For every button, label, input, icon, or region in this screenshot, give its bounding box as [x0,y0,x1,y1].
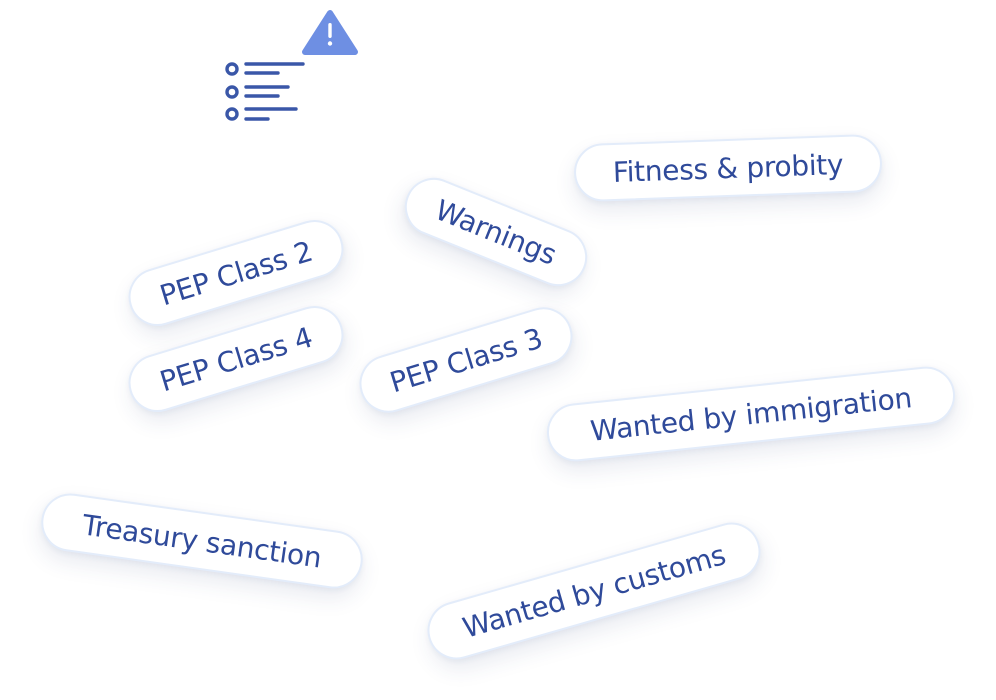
alert-list-icon [225,10,358,121]
tag-pep-class-3[interactable]: PEP Class 3 [352,300,580,420]
tag-treasury-sanction[interactable]: Treasury sanction [37,489,367,593]
tag-fitness-probity[interactable]: Fitness & probity [573,133,883,203]
tag-wanted-by-immigration[interactable]: Wanted by immigration [544,363,958,465]
tag-wanted-by-customs[interactable]: Wanted by customs [420,515,768,667]
warning-triangle-icon [302,10,358,55]
tag-warnings[interactable]: Warnings [396,169,596,295]
bullet-list-icon [225,62,305,121]
